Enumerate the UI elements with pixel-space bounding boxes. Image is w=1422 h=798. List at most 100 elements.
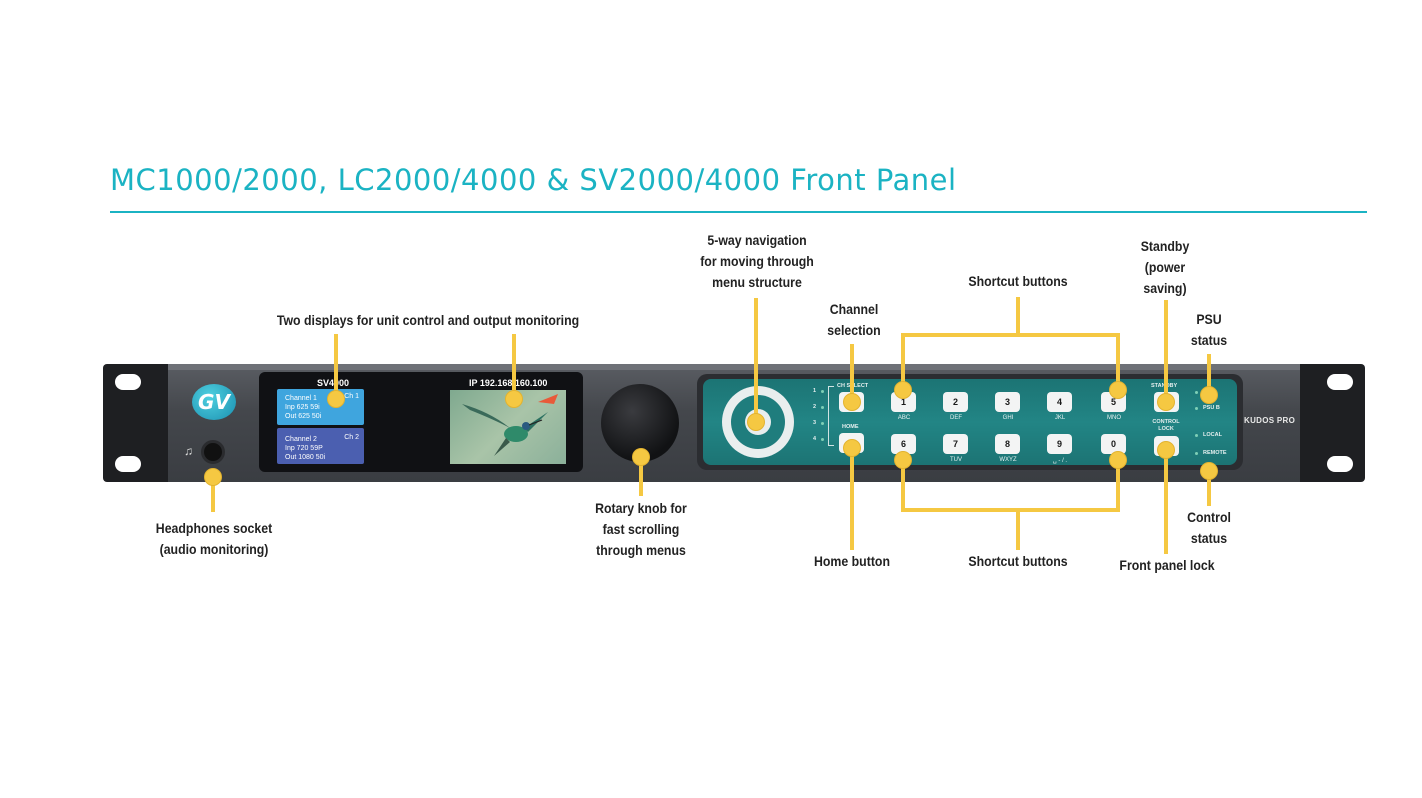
ch-led — [821, 406, 824, 409]
key-2-letters: DEF — [950, 415, 962, 421]
control-lock-label: CONTROL LOCK — [1152, 419, 1180, 432]
remote-led — [1195, 452, 1198, 455]
key-7[interactable]: 7 — [943, 434, 968, 454]
ch-led — [821, 422, 824, 425]
key-1-letters: ABC — [897, 415, 911, 421]
psu-a-led — [1195, 391, 1198, 394]
display1-header: SV4000 — [317, 378, 349, 388]
callout-line: PSU — [1196, 311, 1222, 327]
local-label: LOCAL — [1203, 432, 1222, 438]
headphones-socket[interactable] — [201, 440, 225, 464]
leader-line — [901, 333, 1120, 337]
leader-line — [754, 298, 758, 420]
leader-line — [211, 476, 215, 512]
leader-line — [512, 334, 516, 398]
rotary-marker — [632, 448, 650, 466]
ch-number-1: 1 — [813, 388, 817, 394]
video-preview-image — [450, 390, 566, 464]
channel-card-2[interactable]: Channel 2 Ch 2 Inp 720 59P Out 1080 50i — [277, 428, 364, 464]
leader-line — [1016, 297, 1020, 335]
leader-line — [901, 460, 905, 510]
rack-hole — [1327, 374, 1353, 390]
callout-line: for moving through — [700, 253, 814, 269]
psu-b-led — [1195, 407, 1198, 410]
key-8[interactable]: 8 — [995, 434, 1020, 454]
control-status-marker — [1200, 462, 1218, 480]
card-channel: Ch 2 — [344, 434, 359, 441]
ch-number-2: 2 — [813, 404, 817, 410]
key-4[interactable]: 4 — [1047, 392, 1072, 412]
leader-line — [1016, 510, 1020, 550]
card-input: Inp 720 59P — [285, 445, 323, 452]
display2-header: IP 192.168.160.100 — [469, 378, 548, 388]
callout-line: Channel — [829, 301, 879, 317]
callout-displays: Two displays for unit control and output… — [270, 310, 587, 331]
gv-logo-text: GV — [198, 390, 230, 414]
callout-line: Front panel lock — [1119, 557, 1215, 573]
callout-shortcut-bottom: Shortcut buttons — [956, 551, 1079, 572]
callout-line: Headphones socket — [155, 520, 273, 536]
callout-standby: Standby (power saving) — [1125, 236, 1204, 299]
callout-line: selection — [827, 322, 881, 338]
card-output: Out 1080 50i — [285, 454, 326, 461]
callout-home: Home button — [799, 551, 905, 572]
callout-front-lock: Front panel lock — [1108, 555, 1226, 576]
leader-line — [1207, 354, 1211, 394]
leader-line — [1164, 452, 1168, 554]
key-9[interactable]: 9 — [1047, 434, 1072, 454]
headphones-marker — [204, 468, 222, 486]
callout-nav: 5-way navigation for moving through menu… — [691, 230, 823, 293]
key-0[interactable]: 0 — [1101, 434, 1126, 454]
callout-line: 5-way navigation — [707, 232, 807, 248]
title-divider — [110, 211, 1367, 213]
key-9-letters: ␣ - / . — [1052, 458, 1068, 464]
callout-line: Standby — [1140, 238, 1190, 254]
leader-line — [1164, 300, 1168, 400]
card-output: Out 625 50i — [285, 413, 322, 420]
callout-line: status — [1190, 332, 1228, 348]
home-marker — [843, 439, 861, 457]
ch-number-3: 3 — [813, 420, 817, 426]
front-lock-marker — [1157, 441, 1175, 459]
psu-marker — [1200, 386, 1218, 404]
callout-psu: PSU status — [1178, 309, 1240, 351]
callout-line: fast scrolling — [602, 521, 680, 537]
psu-label: PSU B — [1203, 405, 1220, 411]
key-3[interactable]: 3 — [995, 392, 1020, 412]
channel-marker — [843, 393, 861, 411]
leader-line — [850, 344, 854, 400]
shortcut-bottom-marker-0 — [1109, 451, 1127, 469]
key-2[interactable]: 2 — [943, 392, 968, 412]
callout-line: menu structure — [712, 274, 802, 290]
gv-logo: GV — [192, 384, 236, 420]
callout-line: Rotary knob for — [595, 500, 687, 516]
card-channel: Ch 1 — [344, 393, 359, 400]
channel-card-1[interactable]: Channel 1 Ch 1 Inp 625 59i Out 625 50i — [277, 389, 364, 425]
page-title: MC1000/2000, LC2000/4000 & SV2000/4000 F… — [110, 163, 957, 197]
callout-channel: Channel selection — [808, 299, 900, 341]
ch-led — [821, 438, 824, 441]
ch-led — [821, 390, 824, 393]
key-6[interactable]: 6 — [891, 434, 916, 454]
callout-line: saving) — [1143, 280, 1187, 296]
key-7-letters: TUV — [950, 457, 962, 463]
card-input: Inp 625 59i — [285, 404, 320, 411]
callout-headphones: Headphones socket (audio monitoring) — [144, 518, 285, 560]
leader-line — [1116, 460, 1120, 510]
callout-rotary: Rotary knob for fast scrolling through m… — [579, 498, 702, 561]
callout-line: through menus — [596, 542, 686, 558]
leader-line — [334, 334, 338, 398]
hummingbird-graphic — [462, 394, 558, 456]
callout-line: (power — [1144, 259, 1186, 275]
display1-marker — [327, 390, 345, 408]
rack-hole — [115, 374, 141, 390]
leader-line — [901, 508, 1120, 512]
headphones-icon: ♫ — [184, 444, 193, 458]
rack-hole — [115, 456, 141, 472]
shortcut-top-marker-1 — [894, 381, 912, 399]
callout-line: (audio monitoring) — [159, 541, 269, 557]
rack-ear-right — [1297, 364, 1365, 482]
key-4-letters: JKL — [1054, 415, 1066, 421]
display2-marker — [505, 390, 523, 408]
leader-line — [901, 333, 905, 389]
